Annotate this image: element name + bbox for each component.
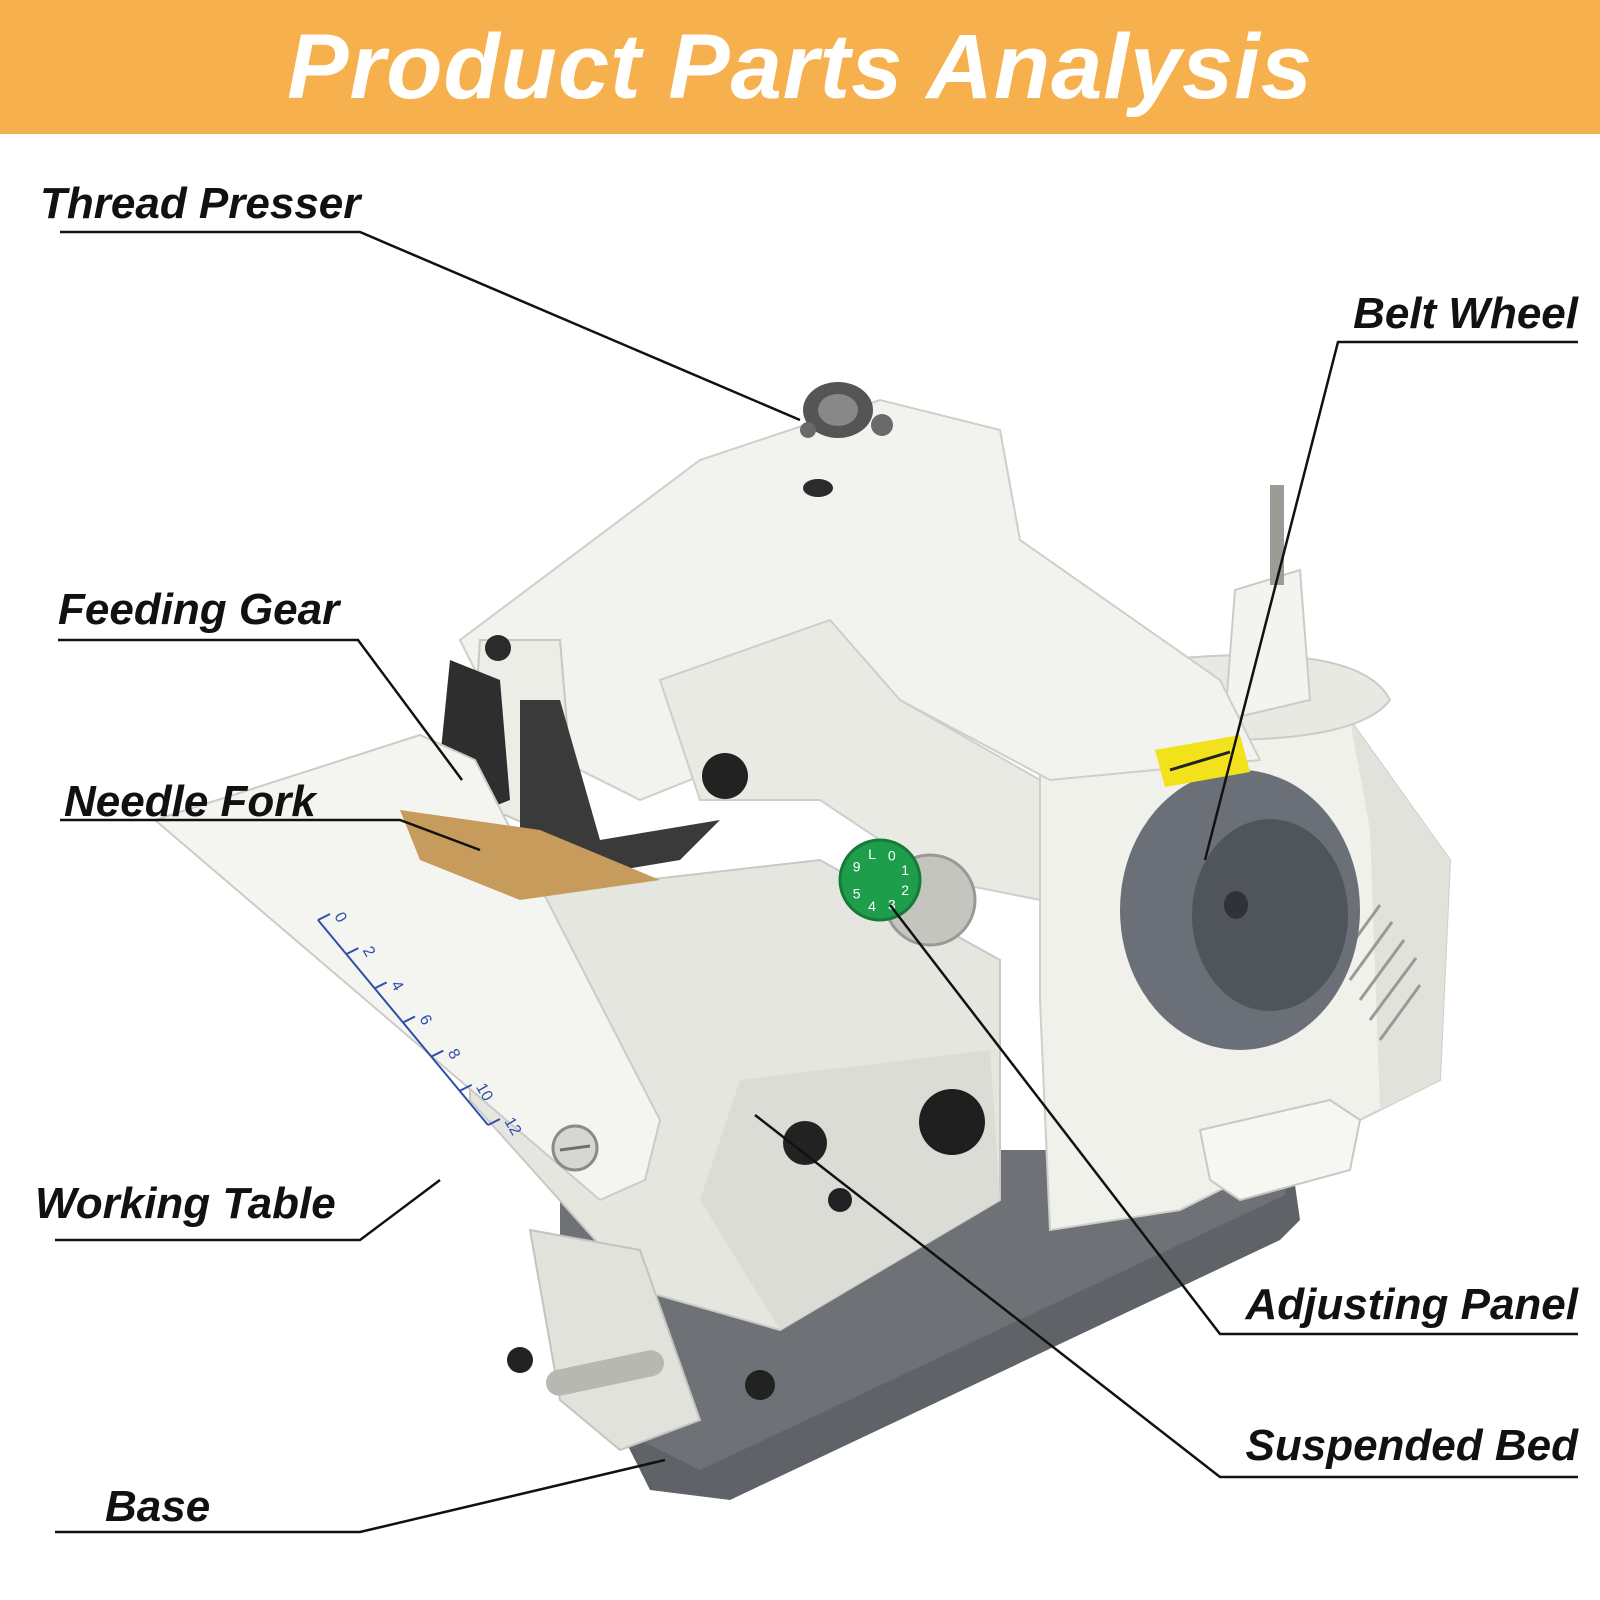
belt-wheel-inner [1192, 819, 1348, 1011]
title-banner: Product Parts Analysis [0, 0, 1600, 134]
leader-feeding-gear [58, 638, 464, 781]
bed-knob-tiny [828, 1188, 852, 1212]
leader-needle-fork [60, 818, 481, 852]
arm-knob [702, 753, 748, 799]
side-bracket [1198, 1098, 1362, 1202]
label-thread-presser: Thread Presser [40, 179, 361, 228]
dial-digit: 5 [853, 886, 861, 902]
arm-neck [658, 618, 1041, 902]
bed-knob-large [919, 1089, 985, 1155]
label-base: Base [105, 1482, 211, 1531]
ruler-tick [487, 1118, 501, 1126]
fabric-sample [400, 810, 660, 900]
dial-digit: 1 [901, 862, 909, 878]
leader-working-table [55, 1179, 441, 1242]
dial-digit: 0 [888, 848, 896, 864]
dial-digit: 2 [901, 882, 909, 898]
leader-lines [55, 230, 1578, 1534]
ruler-tick [374, 981, 388, 990]
dial-digit: 3 [888, 896, 896, 912]
label-feeding-gear: Feeding Gear [58, 585, 340, 634]
belt-wheel-hub [1224, 891, 1248, 919]
leader-base [55, 1458, 666, 1534]
label-needle-fork: Needle Fork [64, 777, 316, 826]
ruler-tick [430, 1049, 444, 1058]
ruler-number: 10 [472, 1080, 496, 1104]
oil-hole [803, 479, 833, 497]
dial-digit: L [868, 846, 876, 862]
thread-presser-part [800, 382, 893, 438]
label-working-table: Working Table [35, 1179, 336, 1228]
working-table-part [152, 733, 662, 1202]
page-title: Product Parts Analysis [287, 15, 1313, 118]
lower-rod [546, 1350, 664, 1396]
dial-digit: 4 [868, 898, 876, 914]
warning-arrow [1169, 750, 1231, 772]
ruler-tick [317, 913, 331, 921]
leg-knob-2 [507, 1347, 533, 1373]
ruler-tick [459, 1083, 473, 1092]
spool-cone [1223, 568, 1312, 722]
ruler-tick [345, 947, 359, 956]
vent-slots [1338, 904, 1422, 1041]
leg-knob [745, 1370, 775, 1400]
leader-adjusting-panel [889, 904, 1578, 1336]
label-belt-wheel: Belt Wheel [1353, 289, 1578, 338]
ruler-tick [402, 1015, 416, 1024]
bed-knob-small [783, 1121, 827, 1165]
presser-knob [485, 635, 511, 661]
leader-suspended-bed [754, 1114, 1578, 1479]
leader-thread-presser [60, 230, 801, 422]
right-housing-side [1350, 720, 1450, 1110]
dial-digit: 9 [853, 859, 861, 875]
needle-fork-part [520, 700, 720, 880]
leader-belt-wheel [1203, 340, 1578, 861]
label-adjusting-panel: Adjusting Panel [1245, 1280, 1578, 1329]
label-suspended-bed: Suspended Bed [1245, 1421, 1579, 1470]
spool-pin [1270, 485, 1284, 585]
ruler-number: 12 [501, 1115, 525, 1139]
